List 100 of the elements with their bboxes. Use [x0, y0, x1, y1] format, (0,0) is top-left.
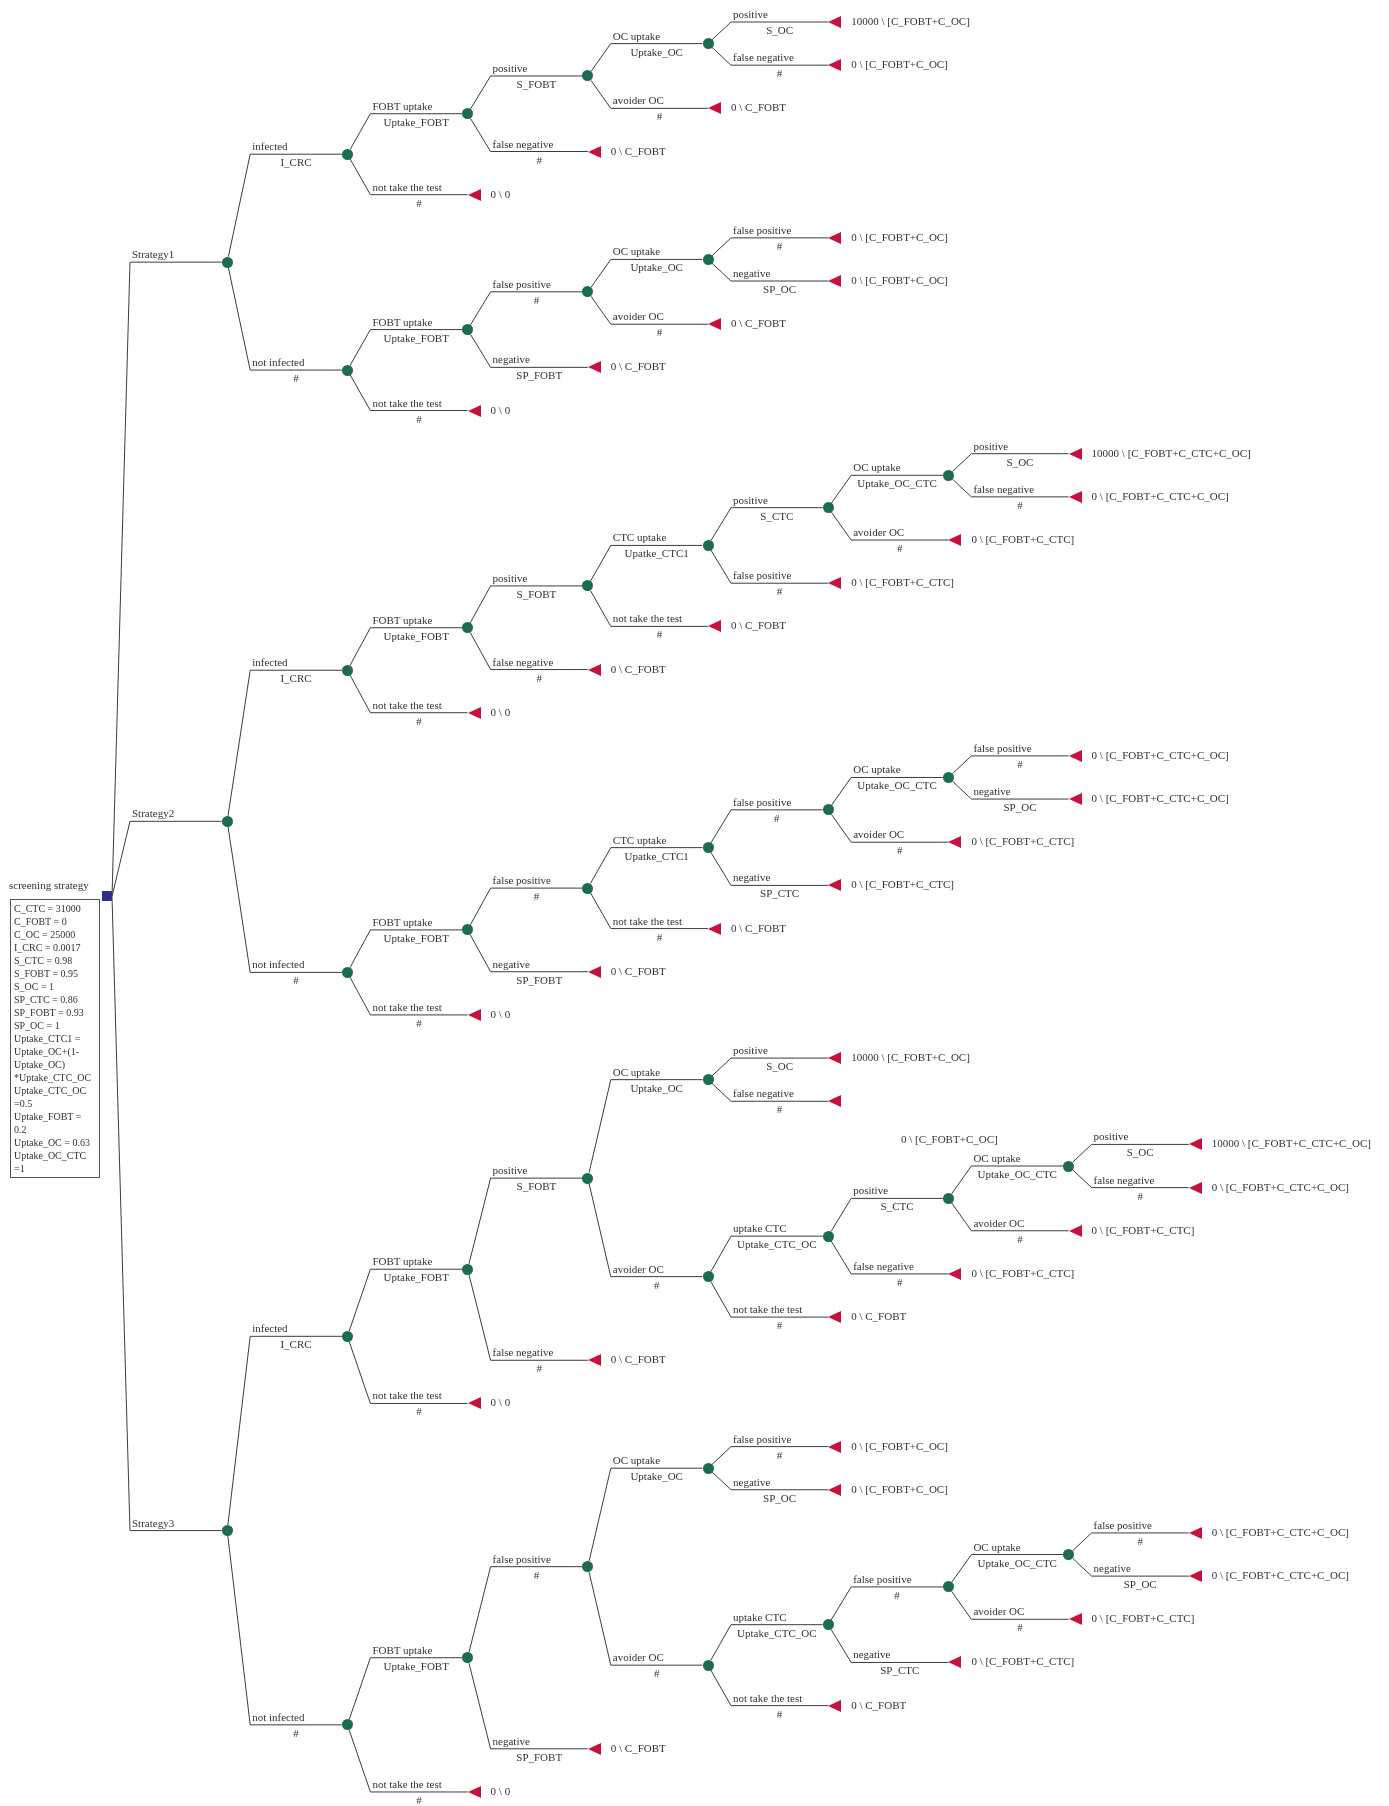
branch-line	[590, 590, 709, 627]
branch-label: negative	[733, 267, 771, 280]
payoff-label: 0 \ [C_FOBT+C_CTC+C_OC]	[1091, 748, 1229, 762]
chance-node	[462, 1263, 474, 1275]
payoff-label: 0 \ [C_FOBT+C_CTC+C_OC]	[1211, 1569, 1349, 1583]
probability-label: #	[533, 293, 540, 307]
chance-node	[822, 1619, 834, 1631]
probability-label: I_CRC	[280, 672, 312, 686]
branch-label: false positive	[973, 741, 1032, 755]
branch-line	[590, 544, 703, 582]
parameter-text: S_CTC = 0.98	[14, 954, 74, 967]
branch-line	[830, 1197, 944, 1232]
chance-node	[702, 842, 714, 854]
chance-node	[702, 539, 714, 551]
chance-node	[221, 815, 233, 827]
payoff-label: 0 \ [C_FOBT+C_CTC+C_OC]	[1211, 1180, 1349, 1194]
branch-label: false positive	[492, 874, 551, 888]
branch-label: false positive	[853, 1572, 912, 1586]
branch-label: Strategy3	[132, 1516, 175, 1530]
probability-label: Uptake_OC	[630, 1081, 683, 1095]
branch-label: false negative	[1093, 1173, 1155, 1187]
branch-line	[588, 1079, 703, 1174]
payoff-label: 0 \ C_FOBT	[731, 101, 786, 115]
probability-label: #	[894, 1588, 900, 1602]
probability-label: S_OC	[1126, 1146, 1154, 1160]
probability-label: #	[776, 1448, 783, 1462]
branch-label: negative	[492, 1734, 530, 1748]
probability-label: #	[416, 714, 422, 728]
probability-label: #	[1017, 498, 1023, 512]
payoff-label: 0 \ C_FOBT	[610, 662, 666, 676]
branch-label: false negative	[973, 482, 1035, 496]
chance-node	[822, 1230, 834, 1242]
parameter-text: Uptake_OC = 0.63	[14, 1136, 91, 1149]
branch-line	[951, 1165, 1064, 1195]
branch-label: uptake CTC	[733, 1610, 787, 1624]
probability-label: S_FOBT	[516, 1180, 557, 1194]
branch-line	[111, 820, 223, 897]
probability-label: #	[1017, 1232, 1023, 1246]
branch-line	[348, 1268, 463, 1332]
branch-line	[1072, 1557, 1190, 1577]
probability-label: Uptake_OC	[630, 1470, 683, 1484]
branch-label: not take the test	[733, 1303, 803, 1317]
payoff-label: 0 \ [C_FOBT+C_CTC]	[1091, 1223, 1195, 1237]
probability-label: #	[776, 239, 783, 253]
branch-line	[710, 1669, 829, 1707]
chance-node	[462, 108, 474, 120]
probability-label: S_OC	[766, 24, 794, 37]
probability-label: #	[293, 372, 299, 386]
chance-node	[702, 1659, 714, 1671]
branch-label: false negative	[492, 137, 554, 151]
probability-label: #	[1017, 757, 1023, 771]
branch-line	[830, 511, 949, 541]
probability-label: S_FOBT	[516, 77, 557, 91]
branch-label: not take the test	[372, 1777, 442, 1791]
parameter-text: SP_CTC = 0.86	[14, 993, 79, 1006]
chance-node	[822, 502, 834, 514]
probability-label: Uptake_OC_CTC	[857, 779, 937, 793]
payoff-label: 0 \ [C_FOBT+C_CTC+C_OC]	[1091, 489, 1229, 503]
probability-label: SP_CTC	[880, 1664, 920, 1678]
chance-node	[582, 286, 594, 298]
branch-label: negative	[492, 353, 530, 367]
probability-label: SP_CTC	[760, 887, 800, 901]
branch-label: avoider OC	[973, 1605, 1025, 1619]
parameter-text: S_OC = 1	[14, 980, 56, 993]
branch-label: OC uptake	[973, 1540, 1021, 1554]
branch-line	[111, 895, 223, 1532]
branch-label: CTC uptake	[612, 531, 667, 545]
probability-label: I_CRC	[280, 156, 312, 170]
probability-label: #	[536, 153, 542, 167]
chance-node	[341, 1719, 353, 1731]
branch-label: false negative	[492, 1346, 554, 1360]
payoff-label: 0 \ [C_FOBT+C_CTC]	[971, 533, 1075, 547]
probability-label: #	[656, 628, 663, 642]
branch-line	[469, 333, 589, 368]
probability-label: #	[653, 1667, 660, 1681]
branch-label: negative	[853, 1648, 891, 1662]
chance-node	[702, 1462, 714, 1474]
branch-line	[469, 117, 589, 152]
payoff-label: 0 \ C_FOBT	[731, 921, 786, 935]
branch-label: false positive	[733, 1432, 792, 1446]
branch-label: not take the test	[372, 1000, 442, 1014]
payoff-label: 0 \ C_FOBT	[610, 1353, 666, 1367]
branch-line	[348, 1341, 469, 1404]
probability-label: #	[656, 326, 663, 340]
probability-label: #	[776, 1319, 783, 1333]
probability-label: #	[416, 1016, 422, 1030]
payoff-label: 0 \ 0	[490, 705, 511, 719]
branch-label: avoider OC	[612, 1262, 664, 1276]
branch-line	[469, 585, 583, 624]
branch-label: CTC uptake	[612, 833, 667, 847]
branch-label: avoider OC	[612, 1651, 664, 1665]
payoff-label: 0 \ [C_FOBT+C_OC]	[851, 58, 948, 72]
probability-label: S_CTC	[880, 1200, 914, 1214]
branch-label: FOBT uptake	[372, 915, 433, 929]
branch-line	[588, 1467, 703, 1562]
branch-line	[348, 1729, 469, 1793]
probability-label: #	[776, 1103, 783, 1117]
branch-label: OC uptake	[612, 29, 661, 43]
branch-label: positive	[973, 439, 1009, 453]
payoff-label: 0 \ C_FOBT	[610, 964, 666, 978]
